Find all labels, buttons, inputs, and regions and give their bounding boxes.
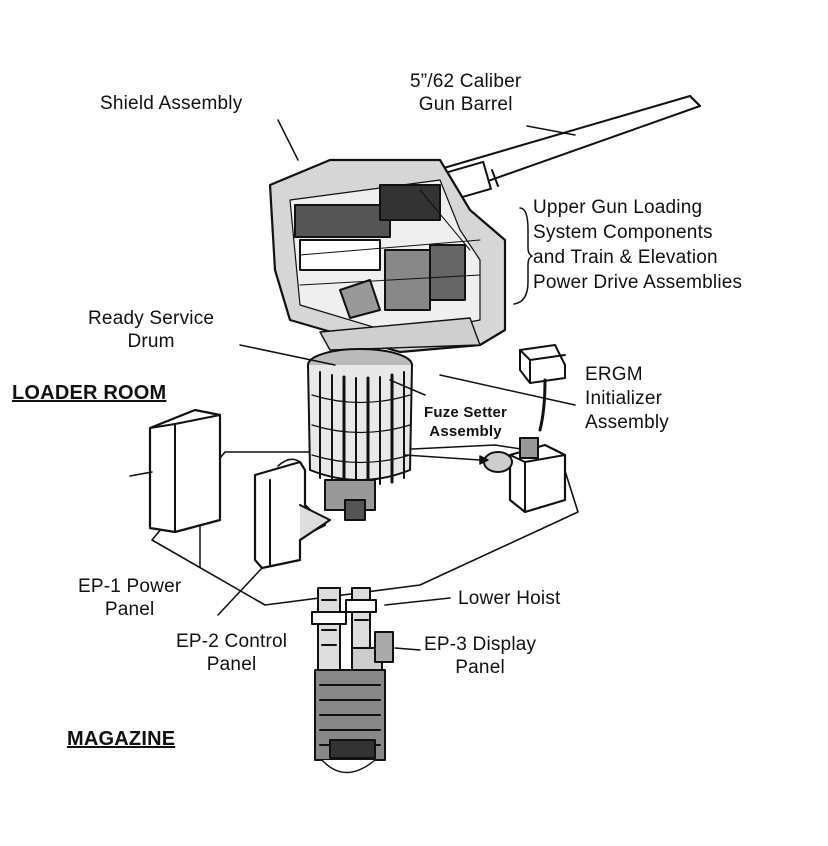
gun-barrel-line-2: Gun Barrel <box>418 94 513 115</box>
upper-gun-loading-line-3: and Train & Elevation <box>533 247 718 268</box>
ready-service-drum-line-1: Ready Service <box>88 308 215 329</box>
shield-assembly-label: Shield Assembly <box>100 92 242 115</box>
ep2-control-panel-label: EP-2 Control Panel <box>176 630 287 676</box>
ep1-power-panel-line-2: Panel <box>104 599 155 620</box>
ep2-control-panel-line-2: Panel <box>206 654 257 675</box>
upper-gun-loading-line-4: Power Drive Assemblies <box>533 272 743 293</box>
ep1-power-panel-line-1: EP-1 Power <box>78 576 182 597</box>
lower-hoist-label: Lower Hoist <box>458 588 561 609</box>
shield-assembly-text: Shield Assembly <box>100 93 243 114</box>
ready-service-drum-line-2: Drum <box>127 331 175 352</box>
fuze-setter-label: Fuze Setter Assembly <box>424 403 507 441</box>
ep1-power-panel-cabinet <box>148 408 222 534</box>
ep3-display-panel-label: EP-3 Display Panel <box>424 633 536 679</box>
callout-lines <box>129 119 576 651</box>
lower-hoist <box>311 587 394 774</box>
ergm-initializer-assembly <box>483 344 567 514</box>
ep2-control-panel-console <box>253 458 331 570</box>
upper-gun-loading-line-1: Upper Gun Loading <box>533 197 703 218</box>
gun-barrel-line-1: 5”/62 Caliber <box>410 71 522 92</box>
ready-service-drum <box>307 348 413 521</box>
loader-room-label: LOADER ROOM <box>12 382 167 404</box>
ready-service-drum-label: Ready Service Drum <box>88 307 214 353</box>
ergm-initializer-label: ERGM Initializer Assembly <box>585 363 669 435</box>
ergm-initializer-line-3: Assembly <box>585 412 669 433</box>
magazine-label: MAGAZINE <box>67 728 176 750</box>
ep3-display-panel-line-2: Panel <box>455 657 505 678</box>
ep2-control-panel-line-1: EP-2 Control <box>176 631 288 652</box>
upper-gun-loading-line-2: System Components <box>533 222 713 243</box>
fuze-setter-line-1: Fuze Setter <box>424 404 508 421</box>
ep3-display-panel-line-1: EP-3 Display <box>424 634 537 655</box>
ep1-power-panel-label: EP-1 Power Panel <box>78 575 181 621</box>
fuze-setter-line-2: Assembly <box>429 423 502 440</box>
upper-gun-loading-label: Upper Gun Loading System Components and … <box>533 195 742 295</box>
ergm-initializer-line-1: ERGM <box>585 364 643 385</box>
gun-barrel-label: 5”/62 Caliber Gun Barrel <box>410 70 521 116</box>
shield-assembly <box>268 158 507 354</box>
ergm-initializer-line-2: Initializer <box>585 388 663 409</box>
